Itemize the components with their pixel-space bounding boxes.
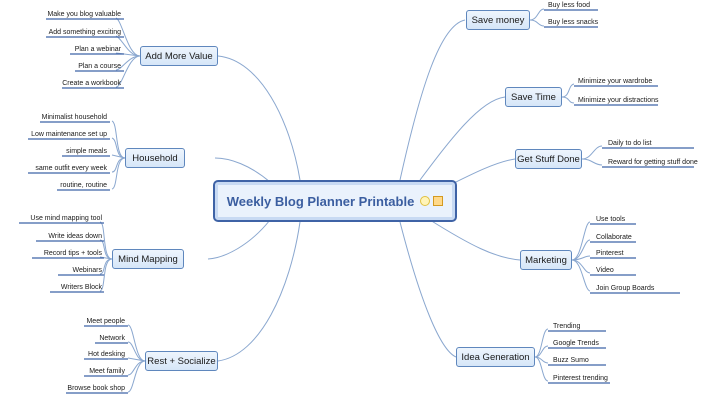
leaf-network[interactable]: Network xyxy=(99,335,125,342)
leaf-use-mind-mapping-tool[interactable]: Use mind mapping tool xyxy=(30,215,102,222)
leaf-plan-webinar[interactable]: Plan a webinar xyxy=(74,46,121,53)
leaf-use-tools[interactable]: Use tools xyxy=(596,216,626,223)
leaf-minimize-distractions[interactable]: Minimize your distractions xyxy=(578,97,659,104)
leaf-daily-todo[interactable]: Daily to do list xyxy=(608,140,652,147)
leaf-hot-desking[interactable]: Hot desking xyxy=(88,351,125,358)
leaf-browse-book-shop[interactable]: Browse book shop xyxy=(67,385,125,392)
attachment-icon[interactable] xyxy=(433,196,444,206)
leaf-make-blog-valuable[interactable]: Make you blog valuable xyxy=(47,11,121,18)
leaf-join-group-boards[interactable]: Join Group Boards xyxy=(596,285,655,292)
note-icon[interactable] xyxy=(420,196,431,206)
leaf-trending[interactable]: Trending xyxy=(553,323,581,330)
leaf-record-tips[interactable]: Record tips + tools xyxy=(43,250,102,257)
leaf-buy-less-snacks[interactable]: Buy less snacks xyxy=(548,19,599,26)
leaf-buzz-sumo[interactable]: Buzz Sumo xyxy=(553,357,589,364)
leaf-low-maintenance[interactable]: Low maintenance set up xyxy=(31,131,107,138)
leaf-webinars[interactable]: Webinars xyxy=(72,267,102,274)
leaf-minimalist-household[interactable]: Minimalist household xyxy=(41,114,107,121)
leaf-write-ideas-down[interactable]: Write ideas down xyxy=(48,233,102,240)
leaf-meet-people[interactable]: Meet people xyxy=(86,318,125,325)
branch-mind-mapping[interactable]: Mind Mapping xyxy=(112,249,184,269)
leaf-google-trends[interactable]: Google Trends xyxy=(553,340,599,347)
branch-add-more-value[interactable]: Add More Value xyxy=(140,46,218,66)
branch-save-money[interactable]: Save money xyxy=(466,10,530,30)
branch-idea-generation[interactable]: Idea Generation xyxy=(456,347,535,367)
leaf-add-something-exciting[interactable]: Add something exciting xyxy=(48,29,121,36)
leaf-meet-family[interactable]: Meet family xyxy=(89,368,125,375)
branch-household[interactable]: Household xyxy=(125,148,185,168)
leaf-minimize-wardrobe[interactable]: Minimize your wardrobe xyxy=(578,78,653,85)
leaf-pinterest-trending[interactable]: Pinterest trending xyxy=(553,375,608,382)
leaf-create-workbook[interactable]: Create a workbook xyxy=(62,80,121,87)
branch-save-time[interactable]: Save Time xyxy=(505,87,562,107)
leaf-video[interactable]: Video xyxy=(596,267,614,274)
central-topic-icons xyxy=(420,196,444,206)
branch-rest-socialize[interactable]: Rest + Socialize xyxy=(145,351,218,371)
leaf-collaborate[interactable]: Collaborate xyxy=(596,234,632,241)
leaf-writers-block[interactable]: Writers Block xyxy=(60,284,102,291)
leaf-same-outfit[interactable]: same outfit every week xyxy=(35,165,107,172)
branch-get-stuff-done[interactable]: Get Stuff Done xyxy=(515,149,582,169)
leaf-pinterest[interactable]: Pinterest xyxy=(596,250,624,257)
branch-marketing[interactable]: Marketing xyxy=(520,250,572,270)
leaf-plan-course[interactable]: Plan a course xyxy=(78,63,121,70)
leaf-routine[interactable]: routine, routine xyxy=(60,182,107,189)
leaf-buy-less-food[interactable]: Buy less food xyxy=(548,2,591,9)
leaf-reward[interactable]: Reward for getting stuff done xyxy=(608,159,698,166)
central-topic[interactable]: Weekly Blog Planner Printable xyxy=(213,180,457,222)
central-topic-title: Weekly Blog Planner Printable xyxy=(226,193,415,209)
leaf-simple-meals[interactable]: simple meals xyxy=(66,148,107,155)
